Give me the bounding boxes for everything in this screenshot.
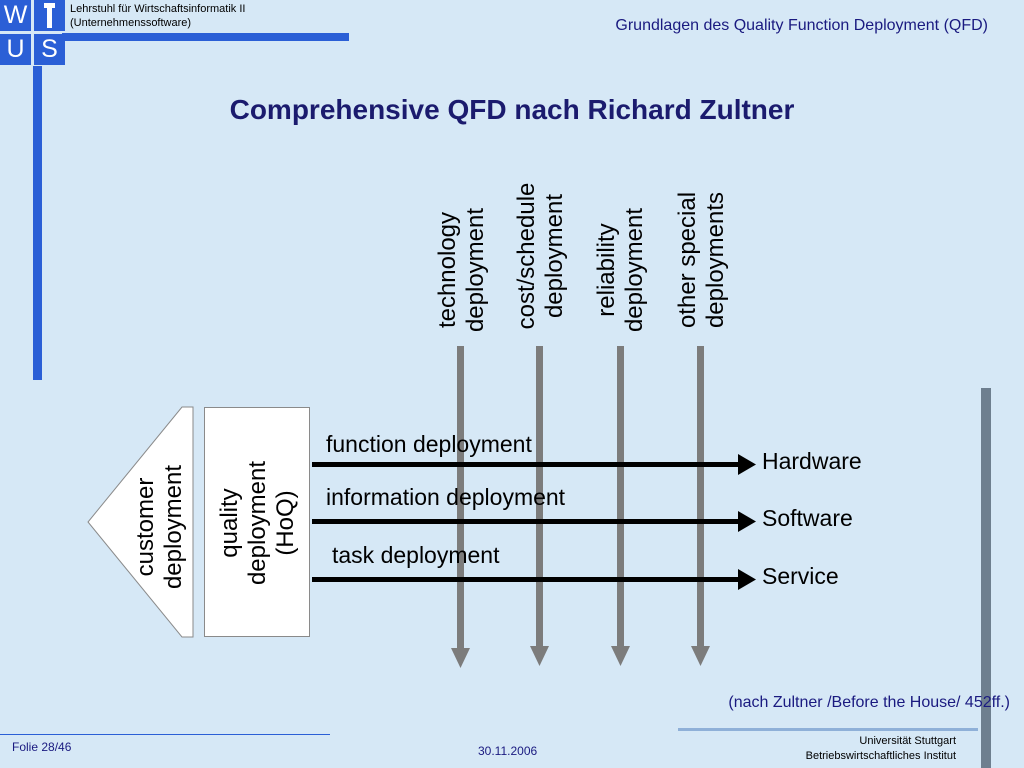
- slide-date: 30.11.2006: [478, 744, 538, 758]
- header-bar-horizontal: [62, 33, 349, 41]
- header-bar-vertical: [33, 66, 42, 380]
- label-quality-line-1: quality: [216, 488, 243, 558]
- vertical-arrows: [451, 346, 710, 668]
- label-reliability-line-1: reliability: [593, 223, 620, 317]
- vertical-arrow-cost-schedule: [530, 346, 549, 666]
- vertical-arrow-other-special: [691, 346, 710, 666]
- footer-line-left: [0, 734, 330, 735]
- horizontal-arrow-function: [312, 454, 756, 475]
- target-hardware: Hardware: [762, 448, 862, 474]
- label-reliability-line-2: deployment: [621, 207, 648, 333]
- vertical-arrow-reliability: [611, 346, 630, 666]
- logo: W U S: [0, 0, 70, 70]
- horizontal-arrow-information: [312, 511, 756, 532]
- label-quality-line-3: (HoQ): [272, 490, 299, 556]
- label-task-deployment: task deployment: [332, 542, 500, 568]
- university-name: Universität Stuttgart Betriebswirtschaft…: [806, 734, 956, 764]
- target-software: Software: [762, 505, 853, 531]
- logo-letter-u: U: [0, 34, 31, 65]
- label-other-special-line-1: other special: [674, 191, 701, 329]
- label-customer-line-1: customer: [132, 477, 159, 577]
- chair-name: Lehrstuhl für Wirtschaftsinformatik II (…: [70, 2, 245, 30]
- label-customer-line-2: deployment: [160, 464, 187, 590]
- citation: (nach Zultner /Before the House/ 452ff.): [728, 694, 1010, 711]
- university-line-2: Betriebswirtschaftliches Institut: [805, 750, 956, 762]
- right-bar: [981, 388, 991, 768]
- page-title: Comprehensive QFD nach Richard Zultner: [229, 94, 795, 125]
- label-cost-schedule-line-2: deployment: [541, 193, 568, 319]
- logo-letter-w: W: [0, 0, 31, 31]
- footer-line-right: [678, 728, 978, 731]
- logo-tower-icon: [34, 0, 65, 31]
- header-topic: Grundlagen des Quality Function Deployme…: [615, 17, 988, 34]
- label-customer-deployment: customer deployment: [132, 465, 188, 589]
- label-cost-schedule-line-1: cost/schedule: [513, 182, 540, 330]
- customer-deployment-shape: [87, 406, 194, 638]
- target-service: Service: [762, 563, 839, 589]
- label-technology-line-2: deployment: [462, 207, 489, 333]
- label-technology-line-1: technology: [434, 211, 461, 329]
- vertical-arrow-technology: [451, 346, 470, 668]
- horizontal-arrows: [312, 454, 756, 590]
- chair-line-2: (Unternehmenssoftware): [70, 17, 192, 29]
- university-line-1: Universität Stuttgart: [859, 735, 956, 747]
- logo-letter-s: S: [34, 34, 65, 65]
- label-other-special-line-2: deployments: [702, 191, 729, 329]
- label-function-deployment: function deployment: [326, 431, 532, 457]
- horizontal-arrow-task: [312, 569, 756, 590]
- label-information-deployment: information deployment: [326, 484, 566, 510]
- label-quality-deployment: quality deployment (HoQ): [216, 461, 300, 585]
- chair-line-1: Lehrstuhl für Wirtschaftsinformatik II: [70, 3, 246, 15]
- label-quality-line-2: deployment: [244, 460, 271, 586]
- label-cost-schedule-deployment: cost/schedule deployment: [513, 183, 569, 330]
- quality-deployment-box: [204, 407, 310, 637]
- slide-number: Folie 28/46: [12, 740, 72, 754]
- label-technology-deployment: technology deployment: [434, 208, 490, 332]
- label-other-special-deployments: other special deployments: [674, 192, 730, 328]
- label-reliability-deployment: reliability deployment: [593, 208, 649, 332]
